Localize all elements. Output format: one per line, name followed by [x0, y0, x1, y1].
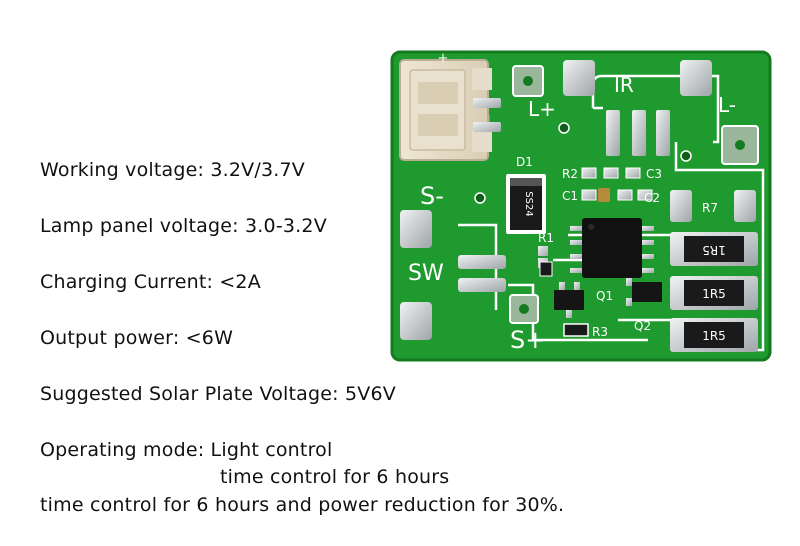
q2-label: Q2	[634, 319, 651, 333]
diode-d1: SS24	[506, 174, 546, 234]
spec-lamp-panel-voltage: Lamp panel voltage: 3.0-3.2V	[40, 215, 327, 237]
plus-label: +	[438, 51, 449, 66]
spec-operating-mode-line3: time control for 6 hours and power reduc…	[40, 494, 565, 516]
q1-label: Q1	[596, 289, 613, 303]
c1-label: C1	[562, 189, 578, 203]
d1-label: D1	[516, 155, 533, 169]
spec-operating-mode: Operating mode: Light control	[40, 439, 333, 461]
transistors	[554, 278, 662, 318]
c2-label: C2	[644, 191, 660, 205]
spec-charging-current: Charging Current: <2A	[40, 271, 261, 293]
spec-working-voltage: Working voltage: 3.2V/3.7V	[40, 159, 305, 181]
spec-output-power: Output power: <6W	[40, 327, 234, 349]
ir-label: IR	[614, 73, 634, 97]
s-minus-label: S-	[420, 182, 444, 210]
diode-marking: SS24	[523, 191, 534, 216]
spec-solar-plate-voltage: Suggested Solar Plate Voltage: 5V6V	[40, 383, 396, 405]
r2-label: R2	[562, 167, 578, 181]
jst-connector	[399, 59, 501, 161]
resistor-marking-2: 1R5	[702, 287, 726, 301]
resistor-column	[670, 190, 758, 352]
smd-passives	[538, 167, 653, 337]
sw-label: SW	[408, 261, 444, 286]
resistor-marking-3: 1R5	[702, 329, 726, 343]
pcb-board-photo: + SS24	[390, 50, 772, 362]
sw-pad-top	[458, 255, 506, 269]
pads	[400, 60, 759, 340]
r1-label: R1	[538, 231, 554, 245]
l-minus-label: L-	[718, 93, 736, 117]
spec-operating-mode-line2: time control for 6 hours	[220, 466, 450, 488]
l-plus-label: L+	[528, 97, 556, 121]
c3-label: C3	[646, 167, 662, 181]
ir-pads	[606, 110, 670, 156]
s-plus-label: S+	[510, 326, 545, 354]
ic-chip	[570, 218, 654, 278]
resistor-marking-1: 1R5	[702, 243, 726, 257]
r3-label: R3	[592, 325, 608, 339]
sw-pad-bottom	[458, 278, 506, 292]
r7-label: R7	[702, 201, 718, 215]
